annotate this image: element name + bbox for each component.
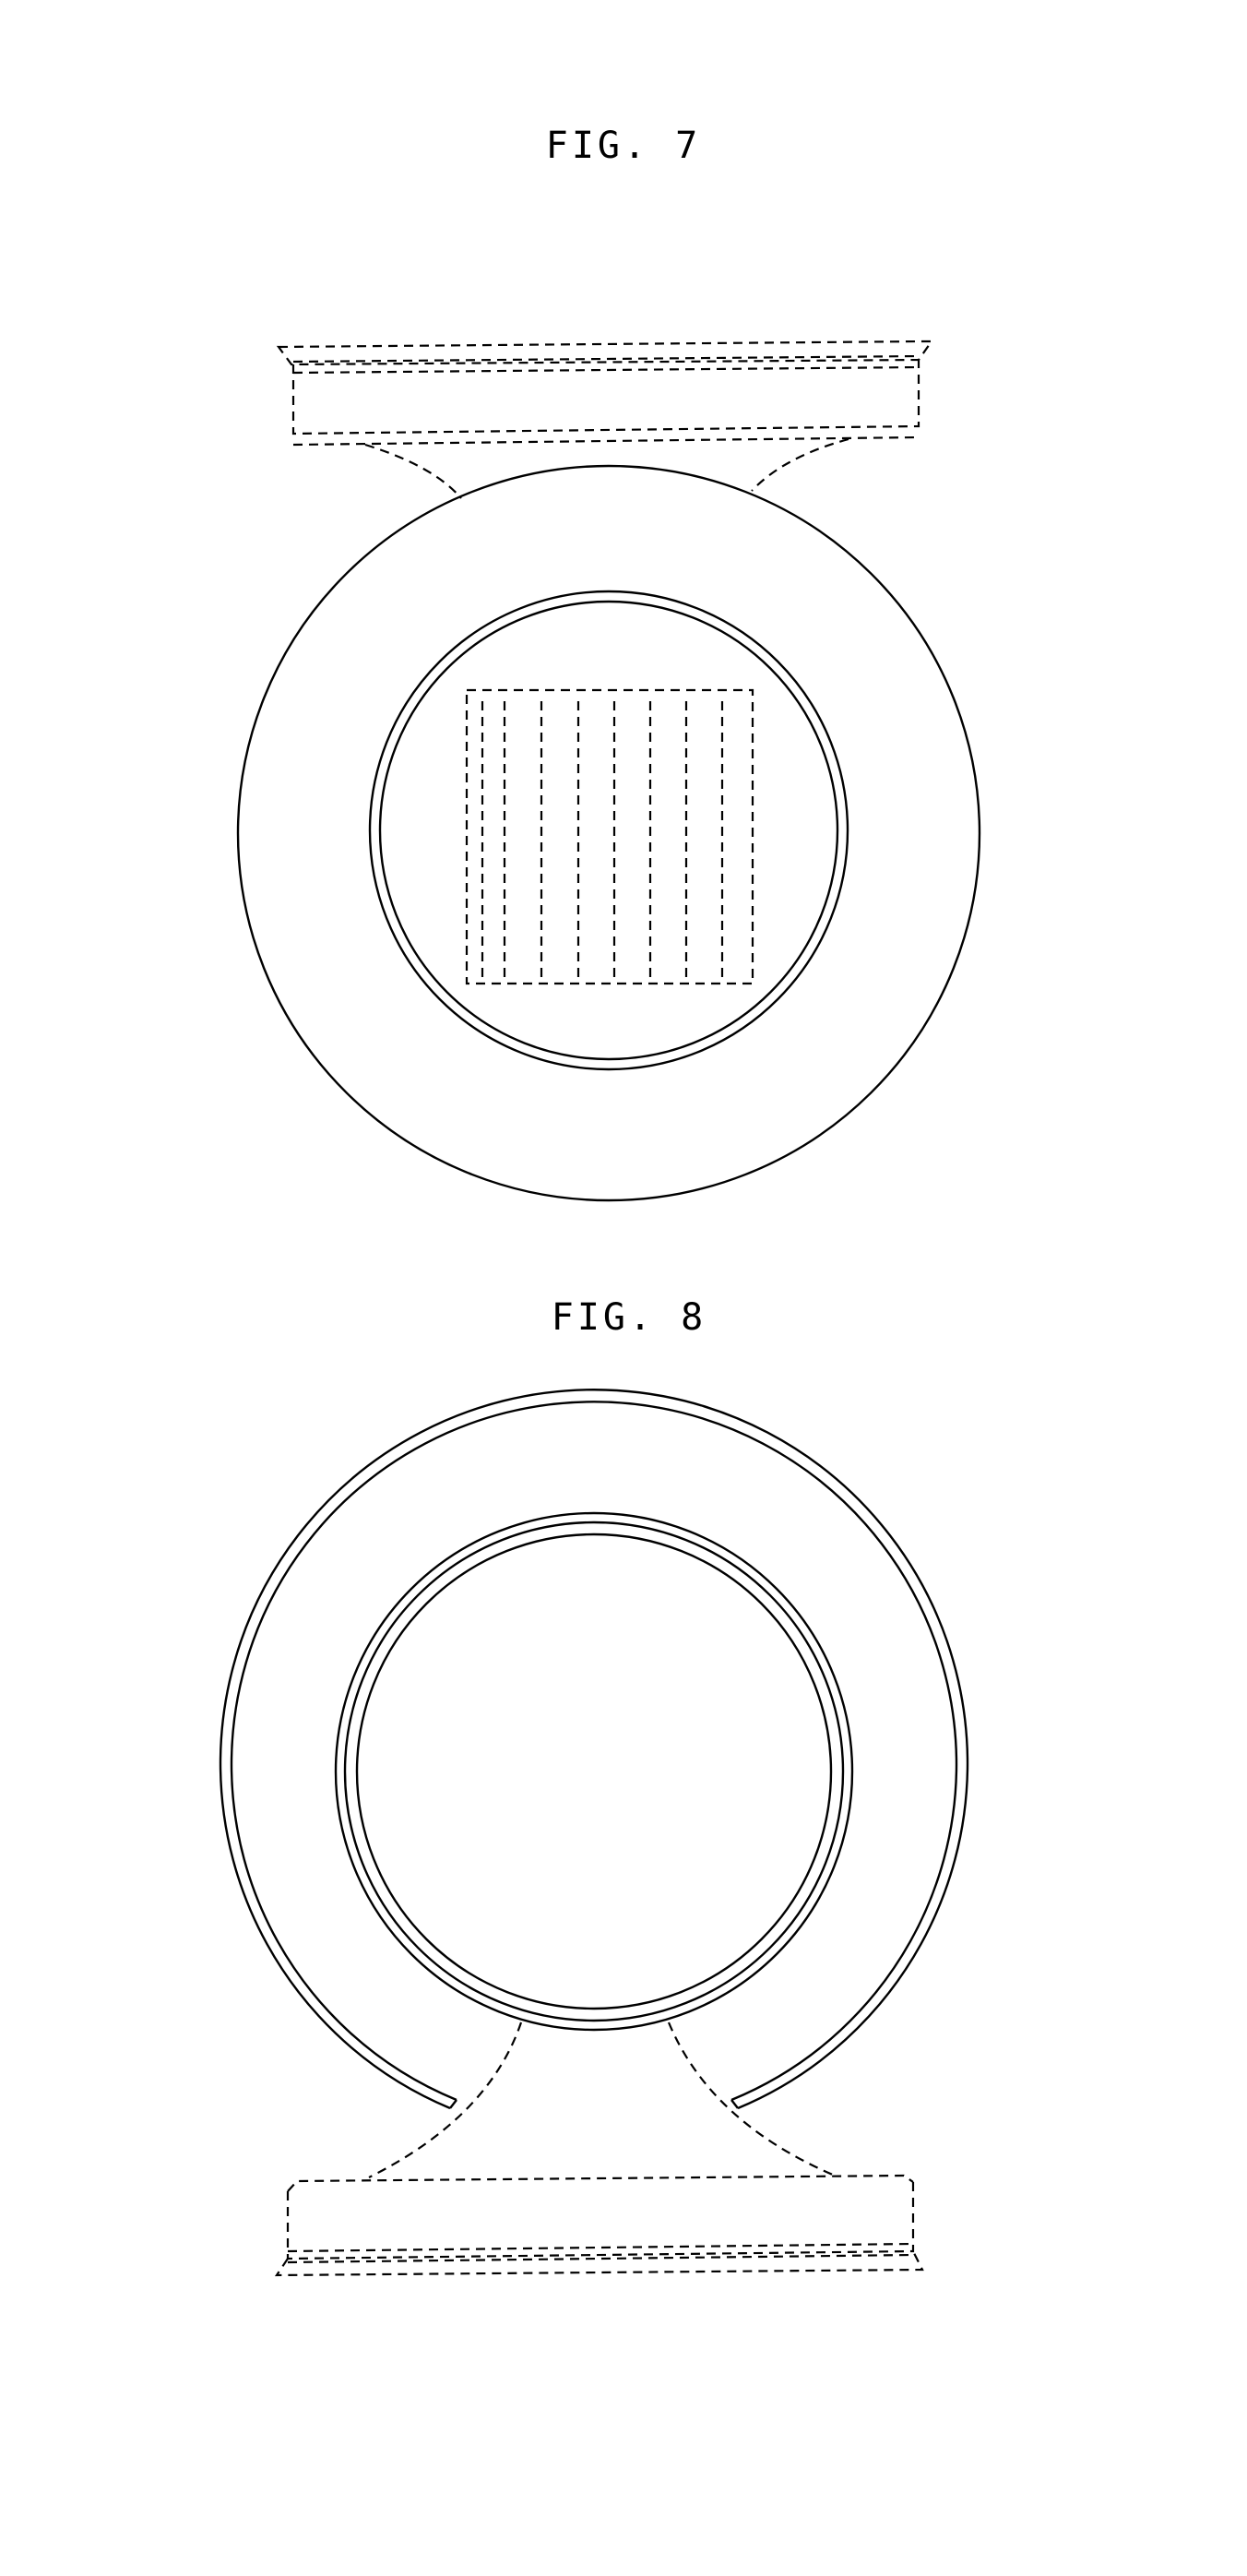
fig8-inner-ring-2	[345, 1522, 843, 2021]
figure-8-drawing	[0, 1384, 1247, 2343]
fig8-neck-left	[369, 2022, 521, 2177]
figure-7-drawing	[0, 328, 1247, 1250]
figure-8-label: FIG. 8	[6, 1296, 1247, 1339]
fig7-stand-base	[279, 341, 932, 445]
fig8-outer-ring	[220, 1389, 968, 2108]
figure-7-label: FIG. 7	[0, 125, 1247, 167]
fig8-neck-right	[669, 2022, 835, 2176]
fig7-neck-right	[752, 439, 849, 491]
fig7-outer-ring	[238, 466, 980, 1200]
fig7-grille	[467, 690, 753, 984]
fig8-stand-base	[277, 2176, 922, 2275]
fig7-inner-ring-outer	[370, 591, 848, 1069]
fig8-inner-ring-3	[357, 1534, 831, 2009]
fig7-inner-ring-inner	[380, 602, 837, 1059]
fig7-neck-left	[365, 445, 461, 498]
fig8-inner-ring-1	[336, 1513, 852, 2030]
